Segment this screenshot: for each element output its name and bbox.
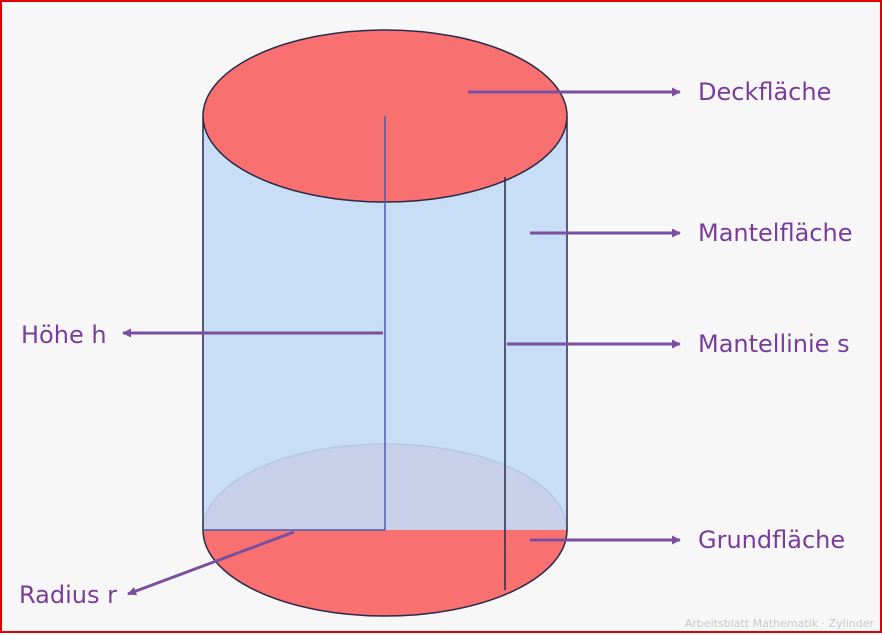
label-deckflaeche: Deckfläche bbox=[698, 78, 831, 106]
label-radius: Radius r bbox=[19, 581, 117, 609]
label-grundflaeche: Grundfläche bbox=[698, 526, 845, 554]
label-hoehe: Höhe h bbox=[21, 321, 107, 349]
radius-arrow bbox=[127, 530, 295, 596]
watermark: Arbeitsblatt Mathematik · Zylinder bbox=[685, 617, 875, 630]
label-mantellinie: Mantellinie s bbox=[698, 330, 850, 358]
label-mantelflaeche: Mantelfläche bbox=[698, 219, 852, 247]
